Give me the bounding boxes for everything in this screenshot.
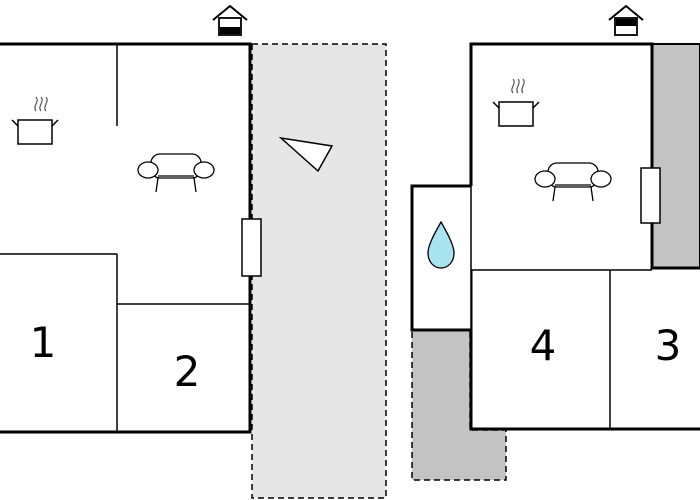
sofa-icon-right [534,162,612,202]
house-entrance-icon [212,4,248,36]
sofa-icon [137,153,215,193]
house-entrance-icon-right [608,4,644,36]
room-number-3: 3 [655,321,682,370]
cooking-pot-icon-right [492,78,540,127]
room-number-4: 4 [530,321,557,370]
room-number-2: 2 [174,347,201,396]
window-icon-right [640,167,661,224]
window-icon [241,218,262,277]
water-drop-icon [427,220,455,269]
cooking-pot-icon [11,96,59,145]
outdoor-area-right [651,43,700,269]
sun-direction-icon [278,136,334,173]
room-number-1: 1 [30,318,57,367]
terrace-left [251,43,387,499]
